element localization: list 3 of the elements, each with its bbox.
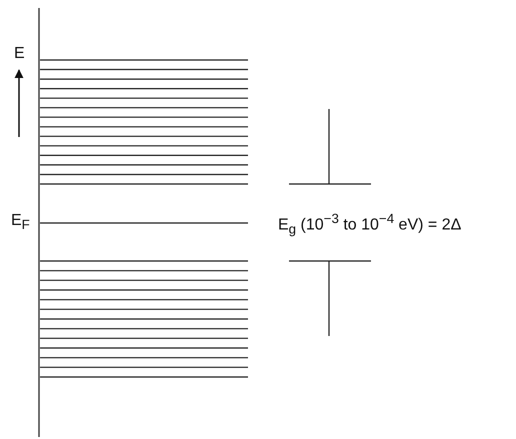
energy-gap-label: E$_{g}$ (10$^{−3}$ to 10$^{−4}$ eV) = 2Δ — [278, 212, 462, 236]
axis-label: E — [14, 46, 25, 62]
fermi-level-label: E$_{F}$ — [11, 213, 30, 232]
